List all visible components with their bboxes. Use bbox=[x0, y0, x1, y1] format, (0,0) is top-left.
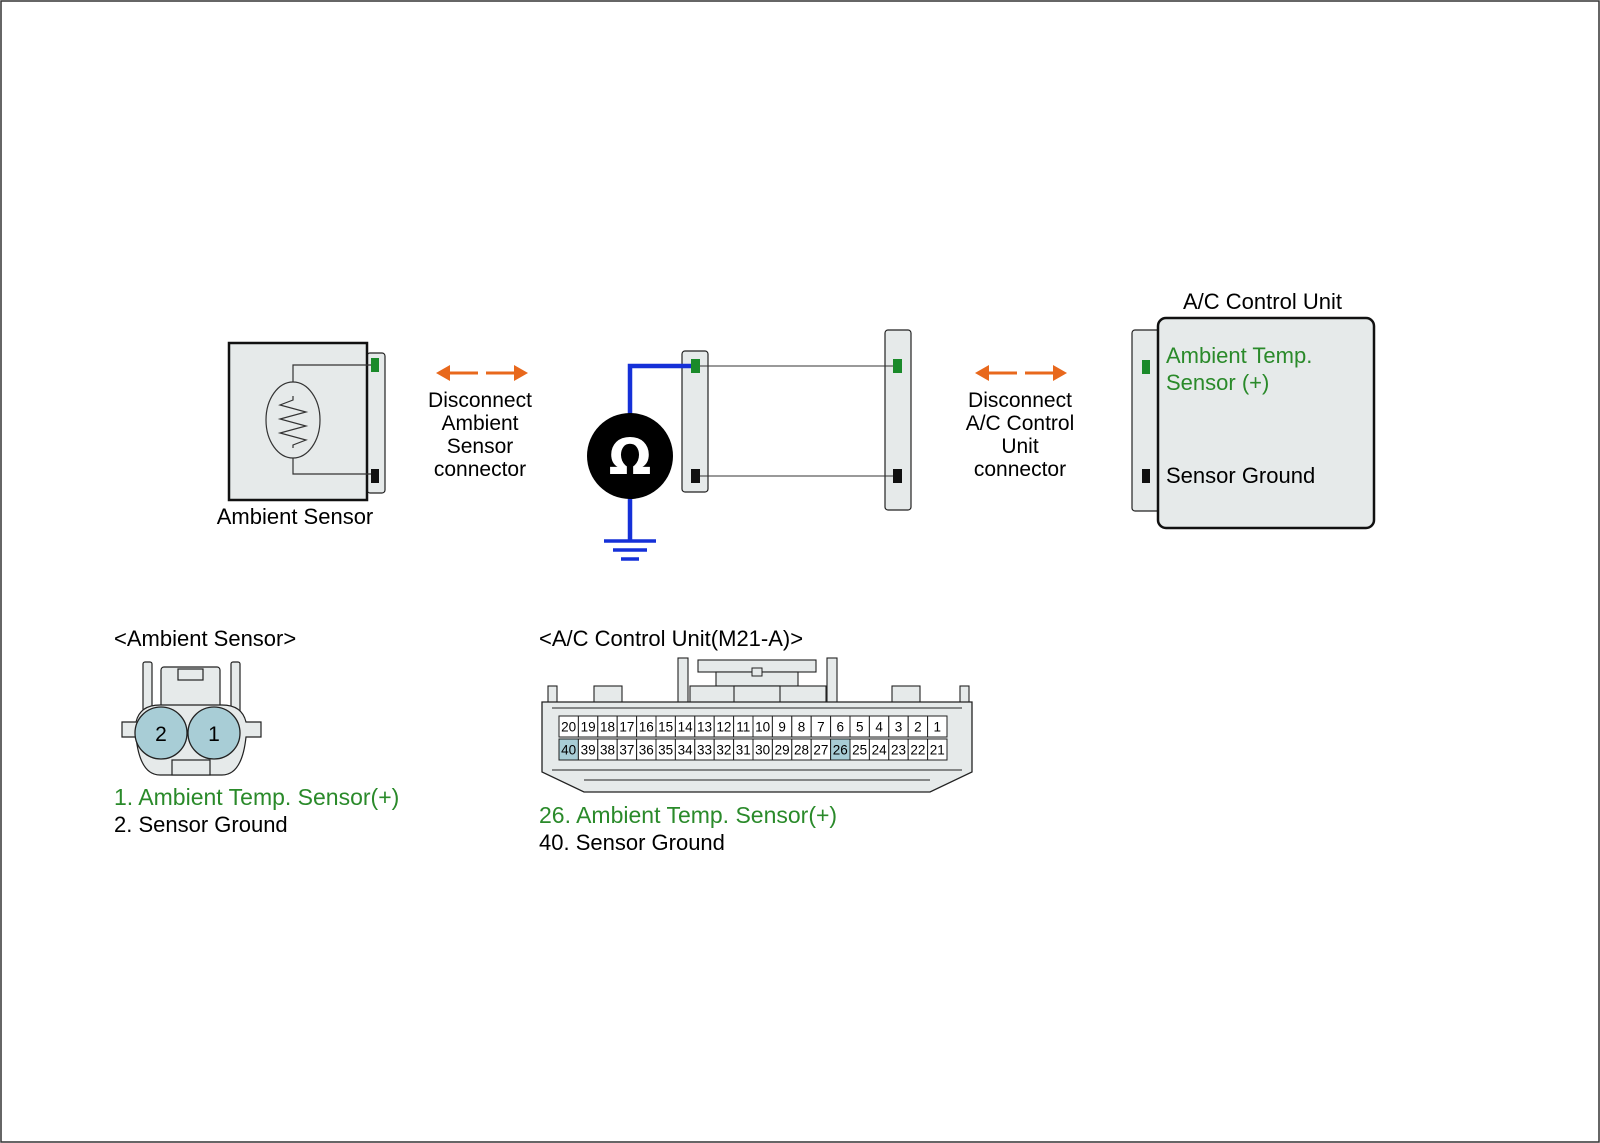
unit-pin-cell bbox=[927, 715, 948, 738]
thermistor-icon bbox=[265, 381, 321, 459]
unit-pin-number: 7 bbox=[817, 720, 825, 735]
unit-pin-number: 12 bbox=[716, 720, 731, 735]
ohm-symbol: Ω bbox=[609, 428, 652, 486]
harness-right-pin-plus bbox=[893, 359, 902, 373]
note-line: A/C Control bbox=[965, 412, 1075, 435]
unit-pin-number: 35 bbox=[658, 743, 673, 758]
harness-left-pin-ground bbox=[691, 469, 700, 483]
pin-label-line: Sensor (+) bbox=[1166, 370, 1270, 395]
unit-pin-number: 2 bbox=[914, 720, 922, 735]
ambient-pin-plus bbox=[371, 358, 379, 372]
harness-left-connector bbox=[681, 350, 709, 493]
ohmmeter-icon bbox=[587, 413, 673, 499]
resistor-zigzag bbox=[277, 396, 309, 448]
unit-pin-cell bbox=[927, 738, 948, 761]
control-unit-pin-plus-label: Ambient Temp. Sensor (+) bbox=[1166, 342, 1312, 396]
unit-pin-number: 6 bbox=[837, 720, 845, 735]
control-unit-title: A/C Control Unit bbox=[1183, 289, 1342, 314]
ambient-connector-pin-1 bbox=[187, 706, 241, 760]
note-line: Disconnect bbox=[968, 389, 1072, 412]
unit-pin-number: 36 bbox=[639, 743, 654, 758]
note-line: Disconnect bbox=[428, 389, 532, 412]
note-line: Ambient bbox=[441, 412, 519, 435]
ambient-connector-face: 2 1 bbox=[121, 661, 262, 776]
unit-connector-title: <A/C Control Unit(M21-A)> bbox=[539, 626, 804, 651]
unit-pin-number: 15 bbox=[658, 720, 673, 735]
unit-pin-number: 38 bbox=[600, 743, 615, 758]
unit-pin-number: 10 bbox=[755, 720, 770, 735]
unit-pin-number: 20 bbox=[561, 720, 576, 735]
ambient-legend-item-2: 2. Sensor Ground bbox=[114, 812, 288, 837]
unit-pin-number: 32 bbox=[716, 743, 731, 758]
disconnect-sensor-note: Disconnect Ambient Sensor connector bbox=[412, 389, 548, 481]
unit-pin-number: 29 bbox=[775, 743, 790, 758]
unit-pin-number: 22 bbox=[910, 743, 925, 758]
double-arrow-icon bbox=[436, 365, 528, 381]
unit-legend-item-26: 26. Ambient Temp. Sensor(+) bbox=[539, 802, 838, 828]
unit-pin-number: 14 bbox=[678, 720, 694, 735]
unit-pin-number: 31 bbox=[736, 743, 751, 758]
ambient-sensor-label: Ambient Sensor bbox=[216, 504, 374, 529]
note-line: Sensor bbox=[446, 435, 514, 458]
disconnect-unit-note: Disconnect A/C Control Unit connector bbox=[940, 389, 1100, 481]
ambient-pin-ground bbox=[371, 469, 379, 483]
control-unit-block bbox=[1131, 316, 1376, 530]
harness-right-pin-ground bbox=[893, 469, 902, 483]
unit-pin-number: 26 bbox=[833, 743, 848, 758]
unit-pin-plus bbox=[1142, 360, 1150, 374]
unit-pin-number: 40 bbox=[561, 743, 576, 758]
test-harness: Ω bbox=[587, 329, 912, 561]
control-unit-pin-ground-label: Sensor Ground bbox=[1166, 463, 1316, 488]
unit-pin-ground bbox=[1142, 469, 1150, 483]
unit-pin-number: 39 bbox=[581, 743, 596, 758]
meter-lead-plus bbox=[627, 363, 691, 420]
unit-pin-number: 21 bbox=[930, 743, 945, 758]
ambient-connector-pin-2 bbox=[134, 706, 188, 760]
pin-label-line: Ambient Temp. bbox=[1166, 343, 1313, 368]
unit-pin-number: 4 bbox=[875, 720, 883, 735]
unit-pin-number: 30 bbox=[755, 743, 770, 758]
unit-pin-number: 23 bbox=[891, 743, 906, 758]
unit-pin-number: 27 bbox=[813, 743, 828, 758]
note-line: connector bbox=[433, 458, 527, 481]
unit-pin-number: 34 bbox=[678, 743, 694, 758]
unit-pin-number: 19 bbox=[581, 720, 596, 735]
unit-pin-number: 25 bbox=[852, 743, 867, 758]
unit-pin-number: 8 bbox=[798, 720, 806, 735]
unit-pin-number: 3 bbox=[895, 720, 903, 735]
unit-pin-number: 17 bbox=[619, 720, 634, 735]
note-line: connector bbox=[973, 458, 1067, 481]
ground-icon bbox=[604, 539, 656, 561]
ambient-pin-label: 1 bbox=[208, 723, 220, 746]
unit-pin-number: 5 bbox=[856, 720, 864, 735]
unit-pin-number: 16 bbox=[639, 720, 654, 735]
ambient-sensor-block bbox=[227, 341, 386, 502]
ambient-connector-title: <Ambient Sensor> bbox=[114, 626, 297, 651]
unit-pin-number: 37 bbox=[619, 743, 634, 758]
unit-legend-item-40: 40. Sensor Ground bbox=[539, 830, 725, 855]
unit-pin-number: 24 bbox=[872, 743, 888, 758]
unit-pin-number: 1 bbox=[934, 720, 942, 735]
unit-pin-number: 11 bbox=[736, 720, 750, 735]
unit-pin-number: 13 bbox=[697, 720, 712, 735]
harness-right-connector bbox=[884, 329, 912, 511]
ambient-legend-item-1: 1. Ambient Temp. Sensor(+) bbox=[114, 784, 400, 810]
harness-left-pin-plus bbox=[691, 359, 700, 373]
unit-pin-number: 33 bbox=[697, 743, 712, 758]
unit-pin-number: 18 bbox=[600, 720, 615, 735]
double-arrow-icon bbox=[975, 365, 1067, 381]
unit-pin-number: 28 bbox=[794, 743, 809, 758]
control-unit-body bbox=[1156, 316, 1376, 530]
note-line: Unit bbox=[1001, 435, 1039, 458]
unit-pin-number: 9 bbox=[778, 720, 786, 735]
ambient-pin-label: 2 bbox=[155, 723, 167, 746]
